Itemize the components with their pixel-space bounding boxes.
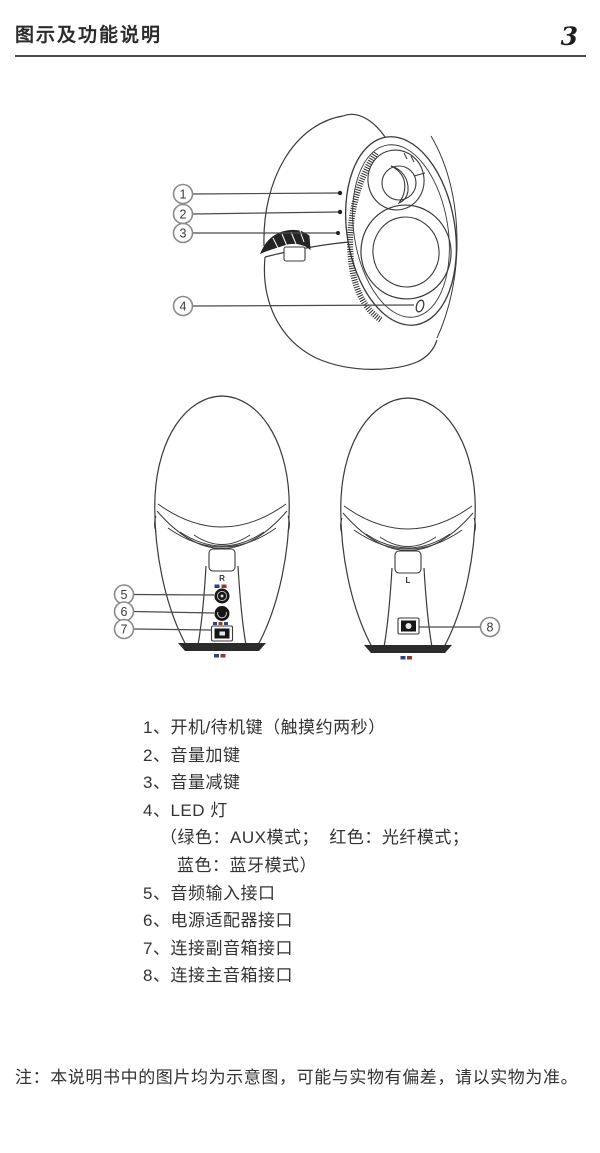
legend-item: 5、音频输入接口: [143, 883, 276, 903]
dc-power-jack-detail: [218, 612, 227, 618]
volume-down-touch-key-dot: [336, 231, 340, 235]
legend-list: 1、开机/待机键（触摸约两秒） 2、音量加键 3、音量减键 4、LED 灯 （绿…: [143, 714, 563, 990]
callout-5: 5: [115, 585, 134, 604]
page-title: 图示及功能说明: [15, 25, 163, 46]
radiator-arc3-l: [380, 537, 436, 547]
front-baffle-rim: [341, 138, 461, 325]
callout-8: 8: [481, 618, 500, 637]
jack-label-mark: [220, 654, 226, 658]
main-link-port-pin: [405, 623, 412, 629]
legend-item: 6、电源适配器接口: [143, 911, 293, 931]
legend-item-continuation: 蓝色：蓝牙模式）: [177, 855, 317, 875]
rear-view-right-speaker: R 5 6: [115, 396, 290, 658]
power-touch-key-dot: [337, 190, 343, 196]
satellite-link-port-pin: [219, 631, 225, 636]
speaker-body-top-edge: [343, 114, 385, 137]
base-plate-l: [364, 645, 452, 653]
speaker-base-top-edge: [265, 242, 349, 257]
column-hinge-r: [209, 549, 235, 571]
leader-line-6: [134, 612, 215, 614]
radiator-arc2-l: [366, 534, 450, 548]
side-ticks-l: [341, 518, 476, 534]
page-number: 3: [560, 22, 578, 51]
radiator-arc3-r: [194, 535, 250, 545]
led-indicator: [415, 299, 425, 313]
woofer-surround: [354, 199, 458, 306]
radiator-arc1-r: [168, 528, 276, 547]
legend-item-continuation: （绿色：AUX模式； 红色：光纤模式；: [160, 828, 470, 848]
base-plate-r: [178, 643, 266, 651]
leader-line-7: [134, 629, 212, 630]
column-fill-r: [198, 566, 246, 645]
callout-8-number: 8: [487, 620, 494, 634]
tweeter-ring: [364, 146, 429, 214]
volume-up-touch-key-dot: [337, 209, 343, 215]
page-header: 图示及功能说明 3: [15, 20, 586, 57]
aux-input-jack-pin: [220, 594, 224, 598]
jack-label-mark: [214, 584, 220, 588]
jack-label-mark: [407, 656, 412, 660]
callout-4-number: 4: [180, 299, 187, 313]
callout-7: 7: [115, 620, 134, 639]
jack-label-mark: [224, 622, 228, 625]
jack-label-mark: [213, 622, 217, 625]
leader-line-4: [193, 305, 415, 306]
tweeter-waveguide: [391, 166, 408, 203]
legend-item: 2、音量加键: [143, 745, 241, 765]
front-view-figure: 1 2 3 4: [174, 114, 470, 369]
leader-line-5: [134, 595, 215, 596]
woofer-cone: [368, 212, 444, 291]
collar-lower-r: [157, 511, 287, 549]
speaker-label-r: R: [219, 574, 225, 583]
legend-item: 7、连接副音箱接口: [143, 938, 293, 958]
callout-7-number: 7: [121, 622, 128, 636]
side-ticks-r: [155, 516, 290, 532]
jack-label-mark: [400, 656, 406, 660]
stand-horn-hatch: [273, 231, 304, 248]
stand-bracket: [284, 247, 305, 261]
legend-item: 4、LED 灯: [143, 800, 228, 820]
callout-2: 2: [174, 205, 193, 224]
radiator-arc1-l: [354, 530, 462, 549]
legend-item: 1、开机/待机键（触摸约两秒）: [143, 718, 386, 737]
callout-4: 4: [174, 297, 193, 316]
column-hinge-l: [395, 551, 421, 573]
leader-line-2: [193, 212, 339, 214]
collar-upper-r: [158, 504, 286, 527]
dc-power-jack: [214, 606, 230, 621]
speaker-label-l: L: [406, 576, 411, 585]
jack-label-mark: [214, 654, 219, 658]
leader-line-1: [193, 193, 339, 194]
callout-3: 3: [174, 224, 193, 243]
collar-upper-l: [344, 506, 472, 529]
speaker-body-outline: [264, 116, 343, 246]
jack-label-mark: [218, 622, 223, 625]
callout-6: 6: [115, 602, 134, 621]
callout-1-number: 1: [180, 187, 187, 201]
speaker-base-outline: [264, 257, 437, 369]
column-edges-r: [198, 566, 246, 645]
rear-view-left-speaker: L 8: [341, 398, 500, 660]
legend-item: 3、音量减键: [143, 773, 241, 793]
jack-label-mark: [221, 584, 227, 588]
legend-item: 8、连接主音箱接口: [143, 966, 293, 986]
callout-2-number: 2: [180, 207, 187, 221]
footer-note: 注：本说明书中的图片均为示意图，可能与实物有偏差，请以实物为准。: [15, 1068, 579, 1087]
callout-1: 1: [174, 185, 193, 204]
baffle-hatch-shading: [350, 153, 381, 320]
speaker-diagrams: 1 2 3 4 R: [0, 0, 600, 660]
collar-lower-l: [343, 513, 473, 551]
tweeter-dome: [382, 166, 416, 200]
aux-input-jack-ring: [217, 591, 226, 600]
callout-6-number: 6: [121, 605, 128, 619]
tweeter-detail-ticks: [404, 153, 425, 176]
callout-3-number: 3: [180, 226, 187, 240]
radiator-arc2-r: [180, 532, 264, 546]
column-edges-l: [384, 568, 432, 647]
callout-5-number: 5: [121, 588, 128, 602]
